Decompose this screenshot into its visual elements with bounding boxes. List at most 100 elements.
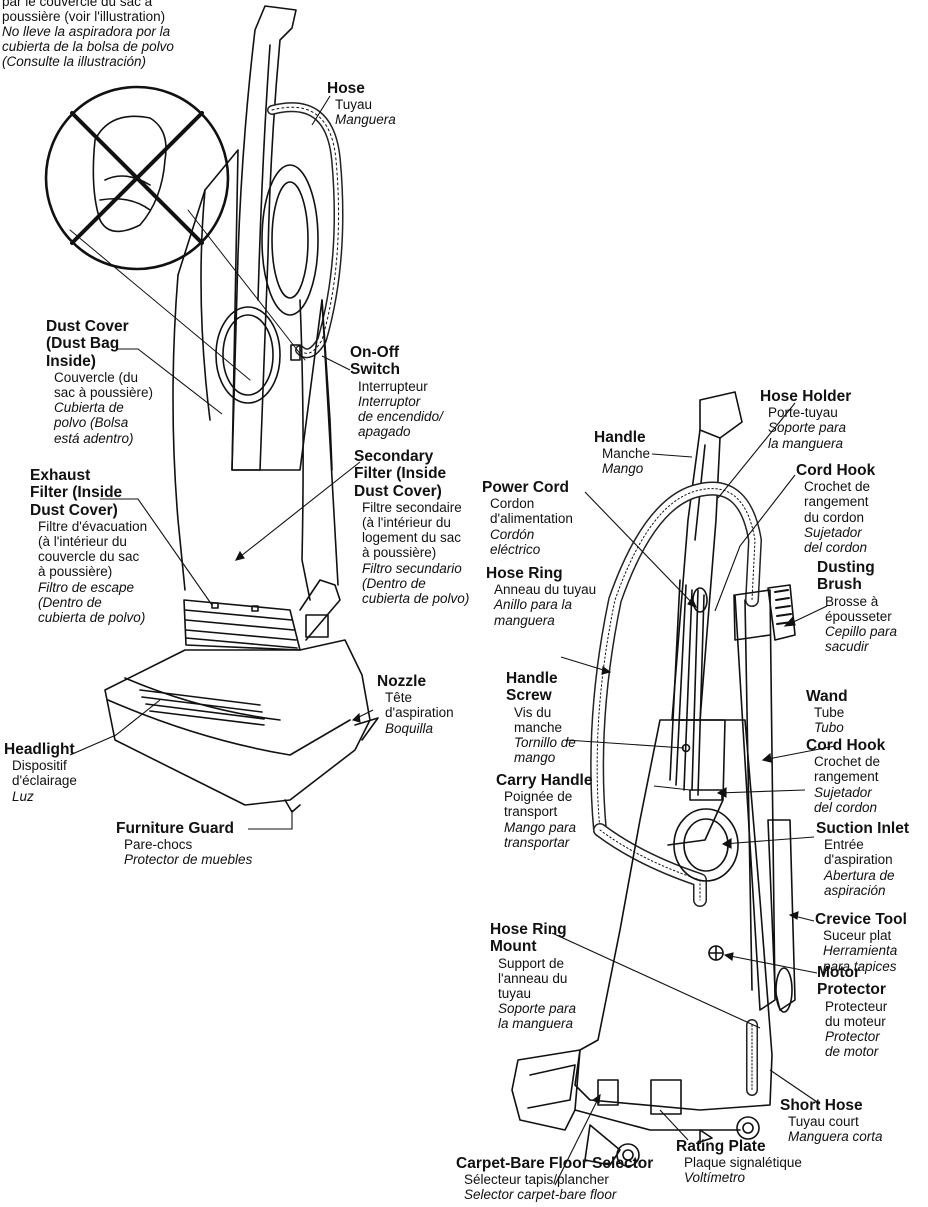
label-hose: Hose Tuyau Manguera <box>327 80 396 128</box>
label-french: Crochet de <box>804 479 875 494</box>
label-spanish: Anillo para la <box>494 597 596 612</box>
label-french: Crochet de <box>814 754 885 769</box>
label-title: Wand <box>806 688 848 705</box>
label-spanish: Soporte para <box>498 1001 576 1016</box>
label-spanish: Mango <box>602 461 650 476</box>
label-title: Carpet-Bare Floor Selector <box>456 1155 653 1172</box>
label-spanish: la manguera <box>498 1016 576 1031</box>
label-spanish: Mango para <box>504 820 592 835</box>
label-french: d'aspiration <box>385 705 454 720</box>
label-spanish: cubierta de polvo) <box>38 610 147 625</box>
label-french: Protecteur <box>825 999 887 1014</box>
label-spanish: Filtro secundario <box>362 561 469 576</box>
label-french: Dispositif <box>12 758 77 773</box>
label-title: Crevice Tool <box>815 911 907 928</box>
label-title: Protector <box>817 981 887 998</box>
warning-spanish-line: (Consulte la illustración) <box>2 54 174 69</box>
label-french: Vis du <box>514 705 576 720</box>
label-dust-cover: Dust Cover (Dust Bag Inside) Couvercle (… <box>46 318 153 446</box>
label-spanish: polvo (Bolsa <box>54 415 153 430</box>
label-spanish: Sujetador <box>804 525 875 540</box>
label-french: sac à poussière) <box>54 385 153 400</box>
label-title: Short Hose <box>780 1097 883 1114</box>
label-french: Tuyau <box>335 97 396 112</box>
label-title: Cord Hook <box>796 462 875 479</box>
label-title: Handle <box>506 670 576 687</box>
label-french: Couvercle (du <box>54 370 153 385</box>
label-nozzle: Nozzle Tête d'aspiration Boquilla <box>377 673 454 736</box>
label-spanish: del cordon <box>814 800 885 815</box>
label-on-off-switch: On-Off Switch Interrupteur Interruptor d… <box>350 344 443 439</box>
label-french: logement du sac <box>362 530 469 545</box>
label-wand: Wand Tube Tubo <box>806 688 848 736</box>
label-title: Dust Cover) <box>30 502 147 519</box>
label-spanish: Sujetador <box>814 785 885 800</box>
label-title: Carry Handle <box>496 772 592 789</box>
label-french: Manche <box>602 446 650 461</box>
label-dusting-brush: Dusting Brush Brosse à épousseter Cepill… <box>817 559 897 654</box>
label-hose-ring-mount: Hose Ring Mount Support de l'anneau du t… <box>490 921 576 1031</box>
label-title: Nozzle <box>377 673 454 690</box>
label-title: Motor <box>817 964 887 981</box>
label-spanish: mango <box>514 750 576 765</box>
label-french: Tube <box>814 705 848 720</box>
label-title: Hose <box>327 80 396 97</box>
label-french: du cordon <box>804 510 875 525</box>
label-spanish: Manguera <box>335 112 396 127</box>
label-spanish: sacudir <box>825 639 897 654</box>
label-french: Support de <box>498 956 576 971</box>
label-title: Screw <box>506 687 576 704</box>
label-secondary-filter: Secondary Filter (Inside Dust Cover) Fil… <box>354 448 469 606</box>
label-cord-hook-bottom: Cord Hook Crochet de rangement Sujetador… <box>806 737 885 815</box>
label-title: Filter (Inside <box>354 465 469 482</box>
label-spanish: Luz <box>12 789 77 804</box>
label-spanish: Manguera corta <box>788 1129 883 1144</box>
label-title: Dusting <box>817 559 897 576</box>
label-spanish: apagado <box>358 424 443 439</box>
label-spanish: manguera <box>494 613 596 628</box>
label-french: Poignée de <box>504 789 592 804</box>
label-french: Filtre d'évacuation <box>38 519 147 534</box>
label-title: Inside) <box>46 353 153 370</box>
label-rating-plate: Rating Plate Plaque signalétique Voltíme… <box>676 1138 802 1186</box>
label-title: Handle <box>594 429 650 446</box>
label-french: (à l'intérieur du <box>362 515 469 530</box>
label-french: d'éclairage <box>12 773 77 788</box>
label-spanish: Filtro de escape <box>38 580 147 595</box>
label-title: Dust Cover) <box>354 483 469 500</box>
label-handle-screw: Handle Screw Vis du manche Tornillo de m… <box>506 670 576 765</box>
label-spanish: Protector <box>825 1029 887 1044</box>
label-spanish: Cordón <box>490 527 573 542</box>
label-french: du moteur <box>825 1014 887 1029</box>
label-headlight: Headlight Dispositif d'éclairage Luz <box>4 741 77 804</box>
label-title: Dust Cover <box>46 318 153 335</box>
label-exhaust-filter: Exhaust Filter (Inside Dust Cover) Filtr… <box>30 467 147 625</box>
label-suction-inlet: Suction Inlet Entrée d'aspiration Abertu… <box>816 820 909 898</box>
label-french: épousseter <box>825 609 897 624</box>
label-french: Brosse à <box>825 594 897 609</box>
label-handle: Handle Manche Mango <box>594 429 650 477</box>
label-spanish: cubierta de polvo) <box>362 591 469 606</box>
label-title: Hose Holder <box>760 388 851 405</box>
label-french: Sélecteur tapis/plancher <box>464 1172 653 1187</box>
label-french: Tuyau court <box>788 1114 883 1129</box>
warning-french-line: par le couvercle du sac à <box>2 0 174 9</box>
leader-lines <box>70 96 835 1185</box>
label-spanish: (Dentro de <box>362 576 469 591</box>
label-french: rangement <box>814 769 885 784</box>
label-spanish: eléctrico <box>490 542 573 557</box>
label-title: Exhaust <box>30 467 147 484</box>
label-french: Filtre secondaire <box>362 500 469 515</box>
label-french: à poussière) <box>362 545 469 560</box>
label-title: Furniture Guard <box>116 820 252 837</box>
label-carpet-bare-floor-selector: Carpet-Bare Floor Selector Sélecteur tap… <box>456 1155 653 1203</box>
label-cord-hook-top: Cord Hook Crochet de rangement du cordon… <box>796 462 875 555</box>
label-title: On-Off <box>350 344 443 361</box>
label-title: Brush <box>817 576 897 593</box>
label-spanish: Tubo <box>814 720 848 735</box>
label-power-cord: Power Cord Cordon d'alimentation Cordón … <box>482 479 573 557</box>
label-spanish: está adentro) <box>54 431 153 446</box>
label-french: Cordon <box>490 496 573 511</box>
label-french: Pare-chocs <box>124 837 252 852</box>
label-french: Entrée <box>824 837 909 852</box>
